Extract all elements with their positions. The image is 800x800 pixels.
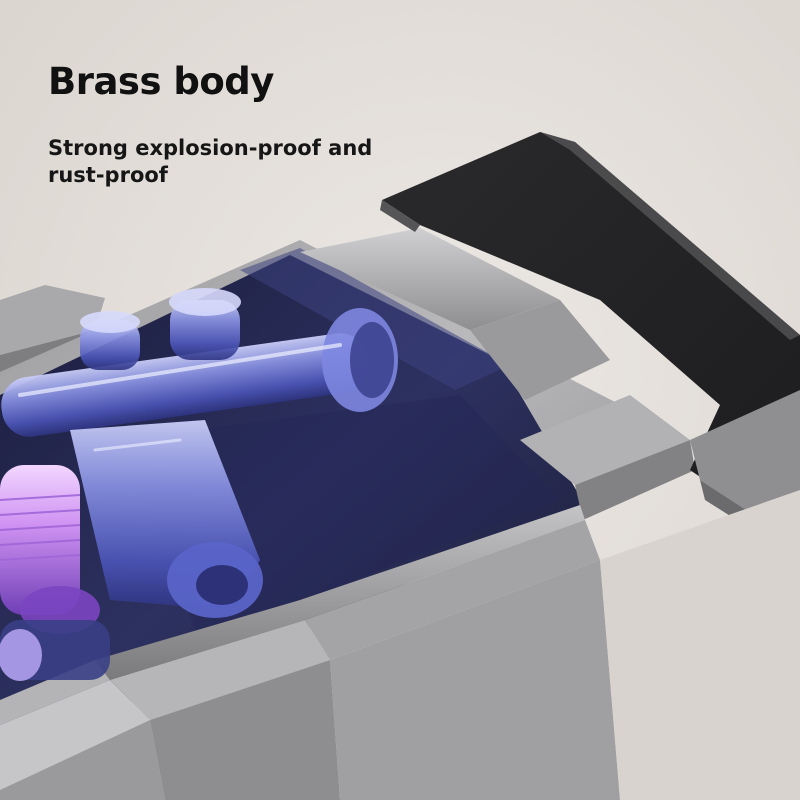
headline: Brass body (48, 60, 274, 103)
subtitle: Strong explosion-proof and rust-proof (48, 136, 373, 187)
